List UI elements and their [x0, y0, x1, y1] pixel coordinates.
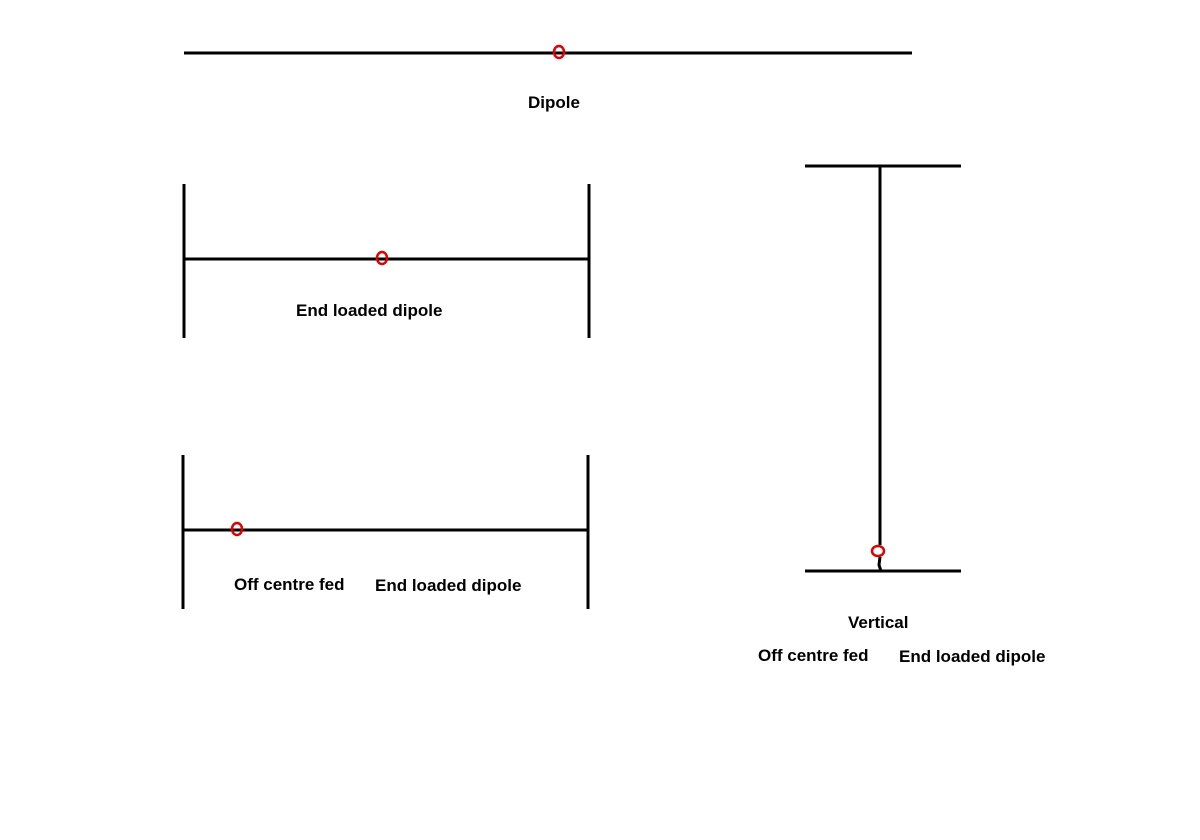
vertical-label: Vertical	[848, 613, 909, 632]
vertical-end-loaded-dipole-label: End loaded dipole	[899, 647, 1046, 666]
dipole-label: Dipole	[528, 93, 580, 112]
vertical-radiator-wire	[877, 166, 883, 572]
ocf-feed-point-icon	[230, 521, 244, 537]
vertical-feed-point-icon	[870, 544, 886, 558]
dipole-antenna	[184, 44, 912, 60]
dipole-feed-point-icon	[552, 44, 566, 60]
eld-feed-point-icon	[375, 250, 389, 266]
ocf-end-loaded-dipole-antenna	[181, 455, 590, 609]
end-loaded-dipole-antenna	[182, 184, 591, 338]
ocf-end-loaded-dipole-label: End loaded dipole	[375, 576, 522, 595]
ocf-off-centre-fed-label: Off centre fed	[234, 575, 345, 594]
end-loaded-dipole-label: End loaded dipole	[296, 301, 443, 320]
vertical-antenna	[805, 164, 961, 573]
vertical-off-centre-fed-label: Off centre fed	[758, 646, 869, 665]
